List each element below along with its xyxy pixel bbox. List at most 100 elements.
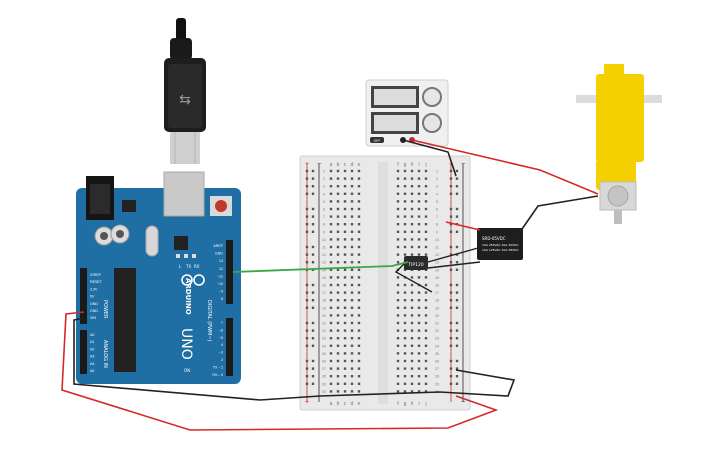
breadboard-hole[interactable] (329, 306, 333, 309)
breadboard-hole[interactable] (357, 276, 361, 279)
breadboard-hole[interactable] (329, 329, 333, 332)
rail-hole[interactable] (455, 230, 459, 233)
breadboard-hole[interactable] (329, 268, 333, 271)
breadboard-hole[interactable] (336, 230, 340, 233)
breadboard-hole[interactable] (424, 223, 428, 226)
breadboard-hole[interactable] (424, 169, 428, 173)
breadboard-hole[interactable] (336, 390, 340, 393)
breadboard-hole[interactable] (403, 283, 407, 287)
breadboard-hole[interactable] (343, 352, 347, 355)
breadboard-hole[interactable] (336, 223, 340, 226)
rail-hole[interactable] (311, 223, 315, 226)
breadboard-hole[interactable] (396, 329, 400, 332)
rail-hole[interactable] (455, 344, 459, 347)
breadboard-hole[interactable] (410, 207, 414, 211)
breadboard-hole[interactable] (357, 283, 361, 287)
breadboard-hole[interactable] (410, 352, 414, 355)
breadboard-hole[interactable] (417, 359, 421, 363)
breadboard-hole[interactable] (417, 390, 421, 393)
power-header[interactable] (80, 268, 87, 324)
breadboard-hole[interactable] (410, 321, 414, 325)
rail-hole[interactable] (449, 223, 453, 226)
breadboard-hole[interactable] (417, 207, 421, 211)
breadboard-hole[interactable] (350, 291, 354, 294)
rail-hole[interactable] (449, 382, 453, 385)
breadboard-hole[interactable] (350, 261, 354, 264)
rail-hole[interactable] (449, 169, 453, 173)
breadboard-hole[interactable] (343, 390, 347, 393)
breadboard-hole[interactable] (329, 253, 333, 256)
breadboard-hole[interactable] (424, 215, 428, 218)
breadboard-hole[interactable] (343, 207, 347, 211)
rail-hole[interactable] (449, 359, 453, 363)
breadboard-hole[interactable] (410, 344, 414, 347)
breadboard-hole[interactable] (417, 299, 421, 302)
rail-hole[interactable] (449, 321, 453, 325)
rail-hole[interactable] (455, 185, 459, 188)
breadboard-hole[interactable] (410, 200, 414, 203)
rail-hole[interactable] (305, 185, 309, 188)
dc-power-supply[interactable]: OFF (365, 79, 449, 147)
breadboard-hole[interactable] (424, 207, 428, 211)
breadboard-hole[interactable] (343, 306, 347, 309)
breadboard-hole[interactable] (396, 215, 400, 218)
breadboard-hole[interactable] (403, 390, 407, 393)
rail-hole[interactable] (455, 367, 459, 370)
breadboard-hole[interactable] (403, 245, 407, 249)
breadboard-hole[interactable] (329, 299, 333, 302)
breadboard-hole[interactable] (417, 337, 421, 340)
breadboard-hole[interactable] (336, 192, 340, 195)
breadboard-hole[interactable] (424, 245, 428, 249)
breadboard-hole[interactable] (329, 344, 333, 347)
rail-hole[interactable] (305, 177, 309, 180)
breadboard-hole[interactable] (329, 169, 333, 173)
breadboard-hole[interactable] (424, 299, 428, 302)
breadboard-hole[interactable] (410, 223, 414, 226)
breadboard-hole[interactable] (336, 215, 340, 218)
breadboard-hole[interactable] (336, 359, 340, 363)
rail-hole[interactable] (305, 253, 309, 256)
breadboard-hole[interactable] (417, 169, 421, 173)
breadboard-hole[interactable] (424, 185, 428, 188)
breadboard-hole[interactable] (343, 276, 347, 279)
breadboard-hole[interactable] (396, 276, 400, 279)
breadboard-hole[interactable] (329, 230, 333, 233)
rail-hole[interactable] (449, 192, 453, 195)
breadboard-hole[interactable] (357, 215, 361, 218)
signal-wire[interactable] (232, 261, 409, 273)
breadboard-hole[interactable] (357, 291, 361, 294)
digital-header-top[interactable] (226, 240, 233, 304)
breadboard-hole[interactable] (357, 299, 361, 302)
breadboard-hole[interactable] (403, 215, 407, 218)
breadboard-hole[interactable] (410, 230, 414, 233)
breadboard-hole[interactable] (350, 253, 354, 256)
breadboard-hole[interactable] (410, 337, 414, 340)
breadboard-hole[interactable] (343, 268, 347, 271)
rail-hole[interactable] (305, 382, 309, 385)
breadboard-hole[interactable] (350, 215, 354, 218)
breadboard-hole[interactable] (424, 321, 428, 325)
rail-hole[interactable] (455, 321, 459, 325)
breadboard-hole[interactable] (350, 245, 354, 249)
rail-hole[interactable] (311, 344, 315, 347)
breadboard-hole[interactable] (357, 268, 361, 271)
breadboard-hole[interactable] (410, 367, 414, 370)
rail-hole[interactable] (305, 329, 309, 332)
rail-hole[interactable] (305, 375, 309, 378)
breadboard-hole[interactable] (336, 200, 340, 203)
breadboard-hole[interactable] (417, 200, 421, 203)
breadboard-hole[interactable] (329, 359, 333, 363)
breadboard-hole[interactable] (350, 306, 354, 309)
breadboard-hole[interactable] (417, 276, 421, 279)
wires[interactable] (61, 139, 599, 431)
breadboard-hole[interactable] (424, 344, 428, 347)
breadboard-hole[interactable] (410, 245, 414, 249)
rail-hole[interactable] (455, 382, 459, 385)
breadboard-hole[interactable] (350, 337, 354, 340)
breadboard-hole[interactable] (403, 169, 407, 173)
rail-hole[interactable] (305, 169, 309, 173)
breadboard-hole[interactable] (410, 283, 414, 287)
breadboard-hole[interactable] (329, 283, 333, 287)
breadboard-hole[interactable] (329, 207, 333, 211)
breadboard-hole[interactable] (350, 223, 354, 226)
